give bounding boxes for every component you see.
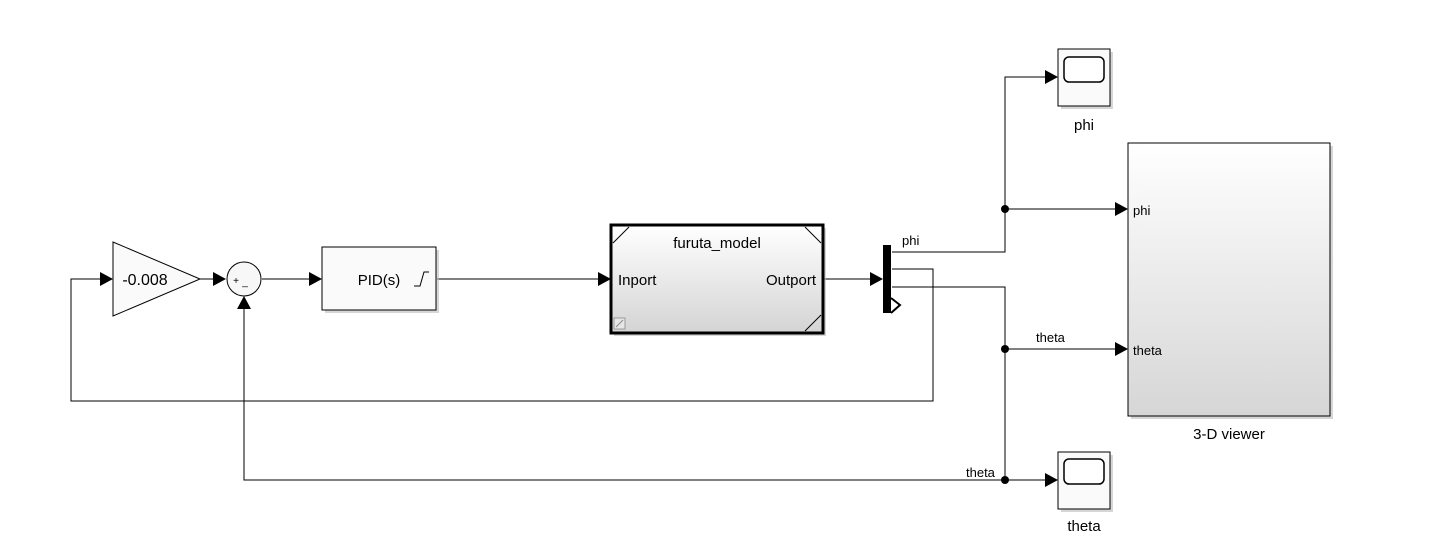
corner-mark <box>804 226 822 244</box>
branch-point <box>1001 476 1009 484</box>
arrowhead <box>309 272 322 286</box>
arrowhead <box>870 272 883 286</box>
subsystem-inport-label: Inport <box>618 272 657 289</box>
demux-block[interactable] <box>883 245 902 314</box>
scope-theta-block[interactable] <box>1057 451 1113 512</box>
branch-point <box>1001 345 1009 353</box>
signal-lines <box>70 70 1128 487</box>
pid-block[interactable]: PID(s) <box>321 246 439 313</box>
sum-block[interactable]: + _ <box>226 261 262 297</box>
branch-point <box>1001 205 1009 213</box>
arrowhead <box>100 272 113 286</box>
arrowhead <box>1045 70 1058 84</box>
subsystem-outport-label: Outport <box>766 272 817 289</box>
subsystem-title: furuta_model <box>673 235 761 252</box>
link-badge-icon <box>613 317 626 330</box>
demux-output-marker <box>890 297 902 314</box>
3d-viewer-block[interactable]: phi theta <box>1127 142 1333 419</box>
line-theta-to-sum[interactable] <box>243 304 1005 481</box>
sum-minus-sign: _ <box>241 277 248 288</box>
sum-plus-sign: + <box>233 276 239 287</box>
arrowhead <box>598 272 611 286</box>
line-feedback-to-gain[interactable] <box>70 268 934 402</box>
arrowhead <box>237 296 251 309</box>
saturation-icon <box>414 271 429 287</box>
arrowhead <box>1115 342 1128 356</box>
scope-theta-label: theta <box>1067 518 1101 535</box>
line-phi-to-scope[interactable] <box>892 76 1051 253</box>
3d-viewer-label: 3-D viewer <box>1193 426 1265 443</box>
corner-mark <box>612 226 630 244</box>
furuta-model-subsystem[interactable]: furuta_model Inport Outport <box>609 223 826 336</box>
corner-mark <box>804 314 822 332</box>
pid-label: PID(s) <box>358 272 401 289</box>
scope-phi-block[interactable] <box>1057 48 1113 109</box>
signal-label-theta-lower: theta <box>966 465 996 480</box>
arrowhead <box>1045 473 1058 487</box>
signal-label-theta-upper: theta <box>1036 330 1066 345</box>
gain-value: -0.008 <box>122 272 167 289</box>
viewer-port-phi: phi <box>1133 203 1150 218</box>
scope-screen-icon <box>1063 56 1105 83</box>
viewer-port-theta: theta <box>1133 343 1163 358</box>
scope-screen-icon <box>1063 458 1105 485</box>
scope-phi-label: phi <box>1074 117 1094 134</box>
gain-block[interactable]: -0.008 <box>112 241 202 317</box>
arrowhead <box>213 272 226 286</box>
line-theta-to-scope[interactable] <box>892 286 1051 481</box>
signal-label-phi: phi <box>902 233 919 248</box>
arrowhead <box>1115 202 1128 216</box>
